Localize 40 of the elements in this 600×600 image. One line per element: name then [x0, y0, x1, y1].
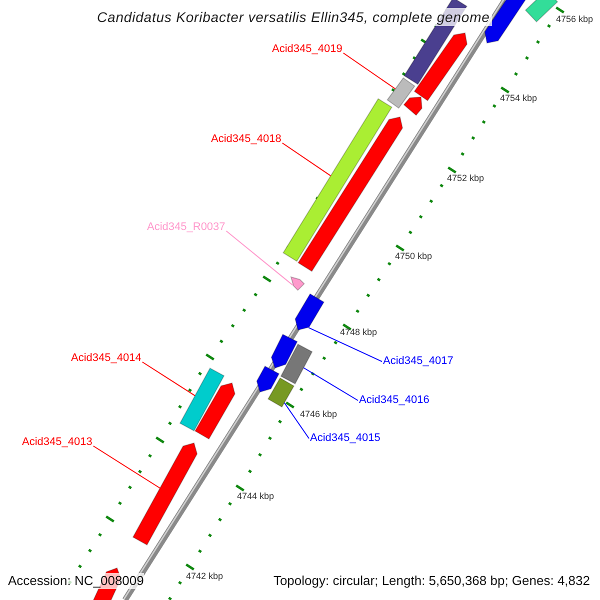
gene-segment	[194, 382, 236, 440]
leader-line	[282, 142, 332, 176]
genome-info-text: Topology: circular; Length: 5,650,368 bp; Genes: 4,832	[273, 573, 590, 589]
title: Candidatus Koribacter versatilis Ellin345, complete genome	[95, 8, 492, 26]
scale-label: 4752 kbp	[447, 173, 484, 183]
accession-text: Accession: NC_008009	[8, 573, 144, 589]
gene-label: Acid345_4015	[310, 432, 380, 445]
gene-label: Acid345_4013	[22, 436, 92, 449]
gene-segment	[403, 96, 422, 116]
scale-label: 4746 kbp	[300, 409, 338, 419]
leader-line	[142, 362, 196, 396]
leader-line	[342, 52, 396, 90]
gene-bar	[386, 77, 416, 109]
gene-segment	[414, 32, 468, 102]
gene-bar	[267, 377, 295, 408]
gene-segment	[270, 334, 298, 369]
gene-segment	[256, 366, 280, 393]
leader-line	[308, 327, 382, 362]
leader-line	[92, 446, 160, 489]
scale-label: 4742 kbp	[186, 571, 224, 581]
gene-segment	[290, 276, 305, 291]
gene-bar	[280, 344, 313, 384]
scale-label: 4750 kbp	[395, 251, 432, 261]
gene-label: Acid345_4018	[211, 133, 282, 146]
scale-label: 4744 kbp	[237, 491, 274, 501]
gene-label: Acid345_4014	[71, 352, 142, 365]
gene-bar	[282, 98, 392, 262]
gene-bar	[179, 368, 225, 432]
gene-label: Acid345_R0037	[147, 221, 226, 234]
scale-label: 4756 kbp	[556, 14, 594, 24]
gene-segment	[294, 293, 325, 331]
scale-label: 4748 kbp	[340, 327, 378, 337]
scale-label: 4754 kbp	[500, 93, 538, 103]
gene-label: Acid345_4017	[383, 355, 454, 368]
leader-line	[226, 230, 294, 286]
leader-line	[303, 367, 358, 401]
gene-segment	[132, 442, 198, 546]
gene-label: Acid345_4016	[359, 394, 430, 407]
gene-label: Acid345_4019	[272, 43, 342, 56]
leader-line	[284, 402, 310, 439]
